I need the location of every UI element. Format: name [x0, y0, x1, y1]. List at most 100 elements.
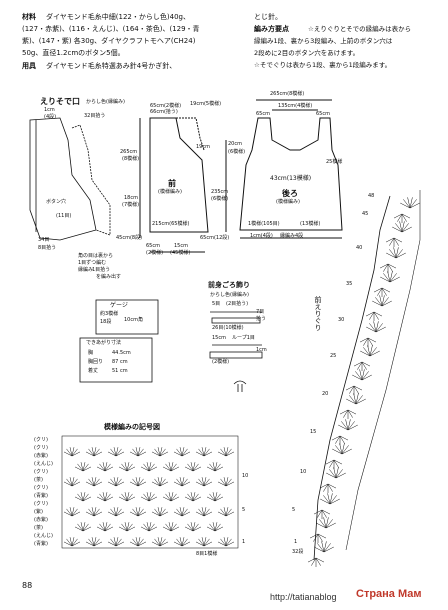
stitch-fan [217, 447, 235, 457]
stitch-fan [309, 533, 327, 543]
column-row-number: 40 [356, 245, 363, 251]
watermark-url: http://tatianablog [270, 592, 337, 602]
front-decor-schematic [209, 311, 263, 392]
stitch-fan [107, 537, 125, 547]
stitch-fan [173, 447, 191, 457]
stitch-fan [195, 537, 213, 547]
stitch-fan [107, 447, 125, 457]
front-decor-c2: (2目拾う) [226, 301, 249, 307]
front-label-17: (45模様) [170, 250, 191, 256]
front-label-20: ボタン穴 [46, 199, 67, 205]
stitch-fan [345, 385, 363, 395]
chart-bottom-label: 8目1模様 [196, 551, 218, 557]
chart-row-label: (クリ) [34, 485, 48, 491]
stitch-fan [173, 507, 191, 517]
points-text-1: ☆えりぐりとそでの縁編みは表から [308, 25, 412, 33]
finished-bust: 44.5cm [112, 350, 131, 356]
column-row-number: 30 [338, 317, 345, 323]
stitch-fan [129, 507, 147, 517]
front-label-4: 65cm(2模様) [150, 103, 182, 109]
stitch-fan [140, 462, 158, 472]
stitch-fan [118, 522, 136, 532]
chart-row-label: (赤紫) [34, 453, 48, 459]
stitch-fan [217, 537, 235, 547]
chart-right-number: 10 [242, 473, 249, 479]
stitch-fan [326, 467, 346, 479]
watermark-site: Страна Мам [356, 588, 422, 600]
column-row-number: 5 [292, 507, 296, 513]
front-label-11: (7模様) [122, 202, 140, 208]
points-text-4: ☆そでぐりは表から1段、裏から1段編みます。 [254, 61, 392, 69]
stitch-fan [393, 213, 411, 223]
stitch-fan [392, 221, 412, 233]
stitch-chart [61, 435, 239, 549]
finished-length: 51 cm [112, 368, 128, 374]
gauge-line-2: 18段 [100, 319, 112, 325]
stitch-fan [96, 462, 114, 472]
finished-width: 87 cm [112, 359, 128, 365]
stitch-fan [118, 492, 136, 502]
stitch-fan [314, 541, 334, 553]
back-hem-2: 縁編み4段 [280, 233, 304, 239]
chart-row-label: (青紫) [34, 493, 48, 499]
front-label-1: 1cm [44, 107, 55, 113]
stitch-fan [140, 492, 158, 502]
front-label-5: 66cm(拾う) [150, 109, 178, 115]
stitch-fan [352, 369, 372, 381]
front-label-16: 15cm [174, 243, 188, 249]
stitch-fan [372, 295, 392, 307]
front-label-23: 8目拾う [38, 245, 57, 251]
front-label-14: 45cm(8段) [116, 235, 143, 241]
stitch-fan [332, 443, 352, 455]
stitch-fan [206, 462, 224, 472]
stitch-fan [63, 447, 81, 457]
stitch-fan [373, 287, 391, 297]
back-width-2: 135cm(4模様) [278, 103, 313, 109]
gauge-title: ゲージ [110, 302, 128, 309]
stitch-fan [74, 522, 92, 532]
stitch-fan [74, 462, 92, 472]
stitch-fan [85, 537, 103, 547]
front-decor-c7: ループ1目 [232, 335, 255, 341]
materials-text-3: 紫)、(147・紫) 各30g、ダイヤクラフトモヘア(CH24) [22, 37, 196, 45]
stitch-fan [151, 477, 169, 487]
front-title: 前 [168, 179, 176, 188]
stitch-fan [96, 522, 114, 532]
front-label-25: 20cm [228, 141, 242, 147]
stitch-fan [206, 522, 224, 532]
chart-row-label: (クリ) [34, 437, 48, 443]
stitch-fan [162, 522, 180, 532]
stitch-fan [400, 197, 420, 209]
chart-row-label: (クリ) [34, 501, 48, 507]
column-row-number: 32段 [292, 549, 304, 555]
chart-row-label: (クリ) [34, 445, 48, 451]
front-label-3: 32目拾う [84, 113, 106, 119]
stitch-fan [85, 507, 103, 517]
stitch-fan [173, 477, 191, 487]
column-row-number: 48 [368, 193, 375, 199]
side-label: 前えりぐり [314, 296, 322, 331]
back-sub: (模様編み) [276, 199, 300, 205]
materials-text-2: (127・赤紫)、(116・えんじ)、(164・茶色)、(129・青 [22, 25, 200, 33]
chart-row-label: (えんじ) [34, 461, 53, 467]
stitch-fan [380, 271, 400, 283]
front-decor-c3: 7目 [256, 309, 265, 315]
points-text-3: 2段めに2目のボタン穴をあけます。 [254, 49, 360, 57]
front-label-9: (8模様) [122, 156, 140, 162]
column-row-number: 45 [362, 211, 369, 217]
back-hem: 1cm(4段) [250, 233, 273, 239]
stitch-fan [195, 507, 213, 517]
front-decor-c6: 15cm [212, 335, 226, 341]
stitch-fan [107, 507, 125, 517]
front-label-7: 19cm [196, 144, 210, 150]
front-decor-sub: からし色(縁編み) [210, 292, 249, 298]
stitch-fan [96, 492, 114, 502]
page-number: 88 [22, 581, 33, 590]
stitch-fan [184, 522, 202, 532]
chart-right-number: 1 [242, 539, 246, 545]
front-label-8: 265cm [120, 149, 138, 155]
stitch-fan [129, 477, 147, 487]
front-sub: (模様編み) [158, 189, 182, 195]
back-mid-width: 43cm(13模様) [270, 175, 312, 182]
